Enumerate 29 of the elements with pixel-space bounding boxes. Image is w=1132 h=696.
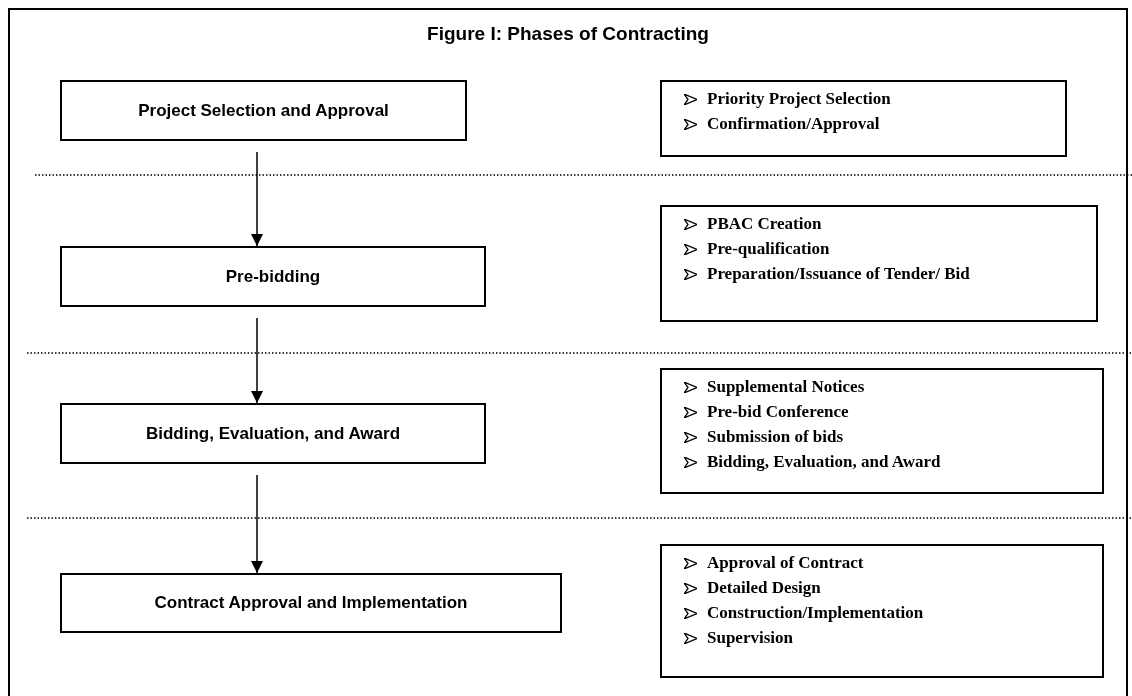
phase-label: Bidding, Evaluation, and Award [145, 422, 401, 445]
activity-list-box [660, 80, 1067, 157]
activity-list-box [660, 368, 1104, 494]
activity-item: Supplemental Notices [707, 377, 865, 397]
activity-item: Preparation/Issuance of Tender/ Bid [707, 264, 970, 284]
activity-list-box [660, 205, 1098, 322]
activity-item: Construction/Implementation [707, 603, 924, 623]
activity-item: PBAC Creation [707, 214, 822, 234]
phase-label: Pre-bidding [225, 265, 321, 288]
activity-item: Bidding, Evaluation, and Award [707, 452, 941, 472]
arrow [251, 474, 263, 574]
activity-item: Pre-bid Conference [707, 402, 849, 422]
phase-box [60, 246, 486, 307]
phase-box [60, 403, 486, 464]
figure-title: Figure I: Phases of Contracting [426, 22, 710, 46]
activity-item: Priority Project Selection [707, 89, 891, 109]
activity-item: Approval of Contract [707, 553, 864, 573]
activity-item: Detailed Design [707, 578, 821, 598]
activity-item: Pre-qualification [707, 239, 830, 259]
activity-item: Confirmation/Approval [707, 114, 880, 134]
activity-list-box [660, 544, 1104, 678]
arrow [251, 317, 263, 404]
arrow [251, 151, 263, 247]
activity-item: Submission of bids [707, 427, 844, 447]
phase-label: Contract Approval and Implementation [154, 592, 468, 615]
phase-box [60, 573, 562, 633]
activity-item: Supervision [707, 628, 793, 648]
phase-label: Project Selection and Approval [138, 99, 389, 122]
phase-box [60, 80, 467, 141]
